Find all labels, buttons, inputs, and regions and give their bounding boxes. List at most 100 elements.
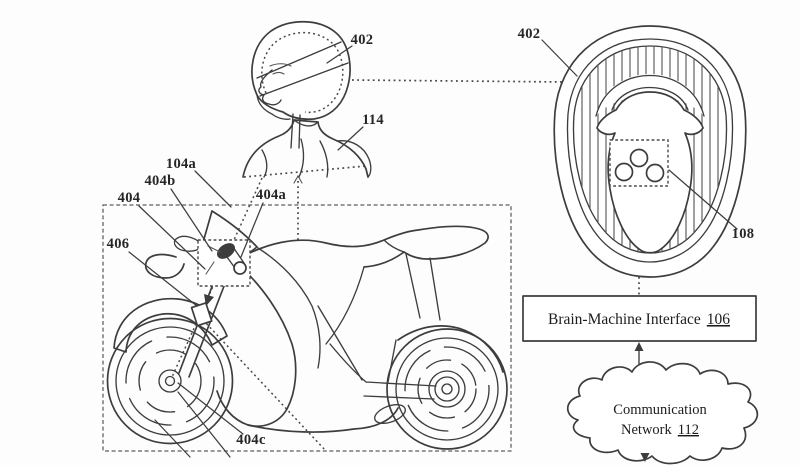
windscreen — [199, 210, 258, 264]
rider-helmet-visor-bottom — [259, 62, 349, 97]
leader-lines — [128, 39, 738, 435]
rear-sprocket — [428, 370, 466, 408]
network-number: 112 — [678, 422, 699, 438]
leader-404 — [138, 205, 206, 270]
bar-end — [233, 261, 247, 275]
front-tire-outer — [106, 317, 234, 445]
swingarm — [329, 339, 437, 400]
rider-arm-seam — [261, 149, 268, 178]
bottom-leader-stubs — [154, 391, 231, 458]
rear-tire-inner — [395, 337, 499, 441]
ref-label-406: 406 — [107, 236, 130, 252]
helmet-sensor-array — [609, 139, 669, 187]
ref-label-404c: 404c — [236, 432, 266, 448]
motorcycle — [106, 210, 508, 458]
front-brake-disc — [138, 349, 202, 413]
leader-114 — [337, 126, 364, 151]
leader-108 — [668, 169, 738, 230]
side-fairing — [216, 263, 297, 428]
rider-connector-arrowhead — [293, 174, 303, 184]
rear-rim — [404, 346, 490, 432]
bmi-box-label: Brain-Machine Interface 106 — [548, 311, 730, 328]
rider-torso — [242, 119, 369, 178]
front-tire-inner — [115, 326, 225, 436]
rear-disc — [417, 359, 477, 419]
rider-jacket-seam — [298, 138, 305, 178]
ref-label-404a: 404a — [256, 187, 287, 203]
front-hub — [158, 369, 182, 393]
rear-hub — [434, 376, 460, 402]
cloud-outline — [566, 361, 759, 465]
front-fender — [113, 297, 228, 353]
rear-axle — [441, 383, 453, 395]
leader-404a — [240, 202, 264, 258]
leader-402-rider — [326, 45, 353, 64]
rider-helmet-shell — [251, 20, 351, 121]
front-axle — [164, 375, 176, 387]
rear-fender — [397, 325, 504, 373]
tank-seat-tail-line — [232, 225, 489, 268]
seat-front-line — [383, 239, 405, 253]
ref-label-404: 404 — [118, 190, 141, 206]
leader-406 — [128, 251, 198, 307]
nose-fairing — [144, 253, 185, 279]
helmet-top-view — [553, 25, 747, 278]
ref-label-114: 114 — [362, 112, 384, 128]
reference-numerals: 402 402 114 104a 404b 404 404a 406 404c … — [107, 26, 755, 448]
steering-axis-dotted-line — [171, 177, 263, 378]
rider-helmet-strap — [290, 113, 301, 149]
rider-figure — [242, 20, 372, 178]
rider-face-profile — [258, 69, 282, 106]
ref-label-402-rider: 402 — [351, 32, 374, 48]
exhaust-muffler — [374, 404, 406, 424]
sensor-electrode-1 — [629, 148, 649, 168]
frame-diagonal — [317, 305, 363, 381]
leader-404c — [177, 382, 244, 435]
leader-402-topview — [541, 39, 578, 77]
bmi-box-rect — [522, 295, 757, 342]
front-rim — [125, 336, 215, 426]
brow-band-arcs — [595, 74, 705, 117]
sensor-electrode-2 — [614, 162, 634, 182]
motorcycle-boundary-box — [102, 204, 512, 452]
rider-helmet-liner-dotted — [261, 31, 344, 114]
helmet-shell-middle — [566, 38, 734, 263]
grip-cylinder — [223, 246, 245, 269]
belly-pan — [247, 407, 399, 433]
rider-ground-dashed-line — [243, 165, 367, 178]
ref-label-104a: 104a — [166, 156, 197, 172]
rider-helmet-visor-top — [256, 41, 342, 79]
rider-collar — [293, 119, 319, 127]
bmi-box: Brain-Machine Interface 106 — [522, 295, 757, 342]
rider-eye — [272, 71, 285, 75]
rider-brow — [269, 63, 292, 67]
rear-fairing-edge — [325, 266, 365, 345]
rear-tire-outer — [386, 328, 508, 450]
network-label-line1: Communication — [613, 402, 707, 418]
rider-helmet-chin-bar — [256, 94, 291, 120]
helmet-to-topview-connector-line — [351, 79, 567, 83]
ref-label-108: 108 — [732, 226, 755, 242]
leader-104a — [194, 170, 232, 208]
network-cloud: Communication Network 112 — [566, 361, 759, 465]
cloud-bottom-arrowhead — [640, 453, 650, 462]
subframe — [405, 253, 441, 321]
leader-404b — [170, 188, 213, 252]
grip-sensor-dark — [216, 243, 236, 259]
network-label-line2: Network 112 — [621, 422, 699, 438]
arrowhead-up — [634, 342, 644, 351]
tank-side-crease — [257, 247, 321, 369]
front-wheel — [106, 317, 234, 445]
rider-shoulder — [336, 140, 372, 178]
handlebar-sensor-box — [197, 239, 251, 287]
bmi-label-text: Brain-Machine Interface — [548, 311, 701, 328]
rear-wheel — [386, 328, 508, 450]
network-label-text: Network — [621, 422, 672, 438]
fork-sensor-406 — [190, 302, 213, 327]
bmi-number: 106 — [707, 311, 731, 328]
rider-helmet — [251, 20, 351, 149]
sensor-electrode-3 — [645, 163, 665, 183]
ref-label-404b: 404b — [144, 173, 175, 189]
